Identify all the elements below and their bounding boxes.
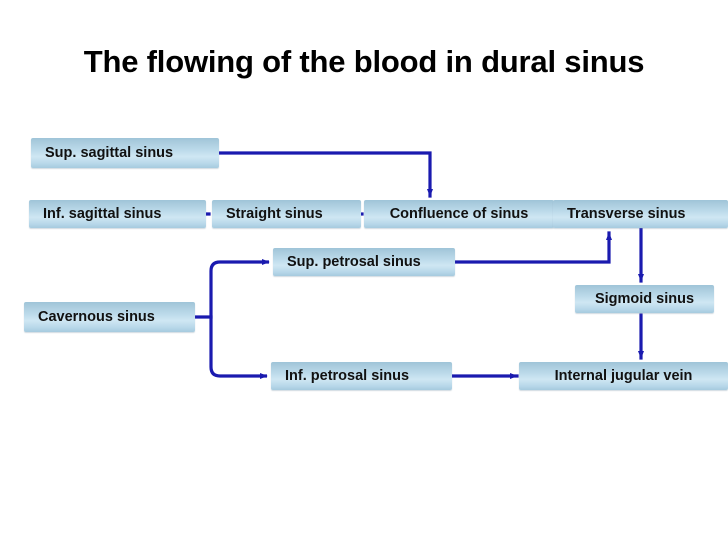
node-inf-sagittal-sinus[interactable]: Inf. sagittal sinus [29,200,206,228]
node-label: Cavernous sinus [38,308,155,325]
node-confluence-of-sinus[interactable]: Confluence of sinus [364,200,554,228]
edge-sup-petrosal-to-transverse [453,231,613,264]
page-title: The flowing of the blood in dural sinus [83,44,645,79]
node-cavernous-sinus[interactable]: Cavernous sinus [24,302,195,332]
node-label: Sup. petrosal sinus [287,253,421,270]
node-label: Sup. sagittal sinus [45,144,174,161]
node-label: Transverse sinus [567,205,686,222]
node-transverse-sinus[interactable]: Transverse sinus [553,200,728,228]
edge-sup-sagittal-to-confluence [206,151,434,198]
node-label: Internal jugular vein [554,367,693,384]
node-sup-sagittal-sinus[interactable]: Sup. sagittal sinus [31,138,219,168]
edge-cavernous-to-inf-petrosal [209,317,268,380]
node-label: Inf. petrosal sinus [285,367,410,384]
node-label: Straight sinus [226,205,323,222]
node-label: Confluence of sinus [389,205,529,222]
node-sup-petrosal-sinus[interactable]: Sup. petrosal sinus [273,248,455,276]
node-label: Inf. sagittal sinus [43,205,162,222]
node-internal-jugular-vein[interactable]: Internal jugular vein [519,362,728,390]
node-straight-sinus[interactable]: Straight sinus [212,200,361,228]
edge-cavernous-to-sup-petrosal [209,258,270,317]
node-inf-petrosal-sinus[interactable]: Inf. petrosal sinus [271,362,452,390]
node-sigmoid-sinus[interactable]: Sigmoid sinus [575,285,714,313]
node-label: Sigmoid sinus [594,290,695,307]
